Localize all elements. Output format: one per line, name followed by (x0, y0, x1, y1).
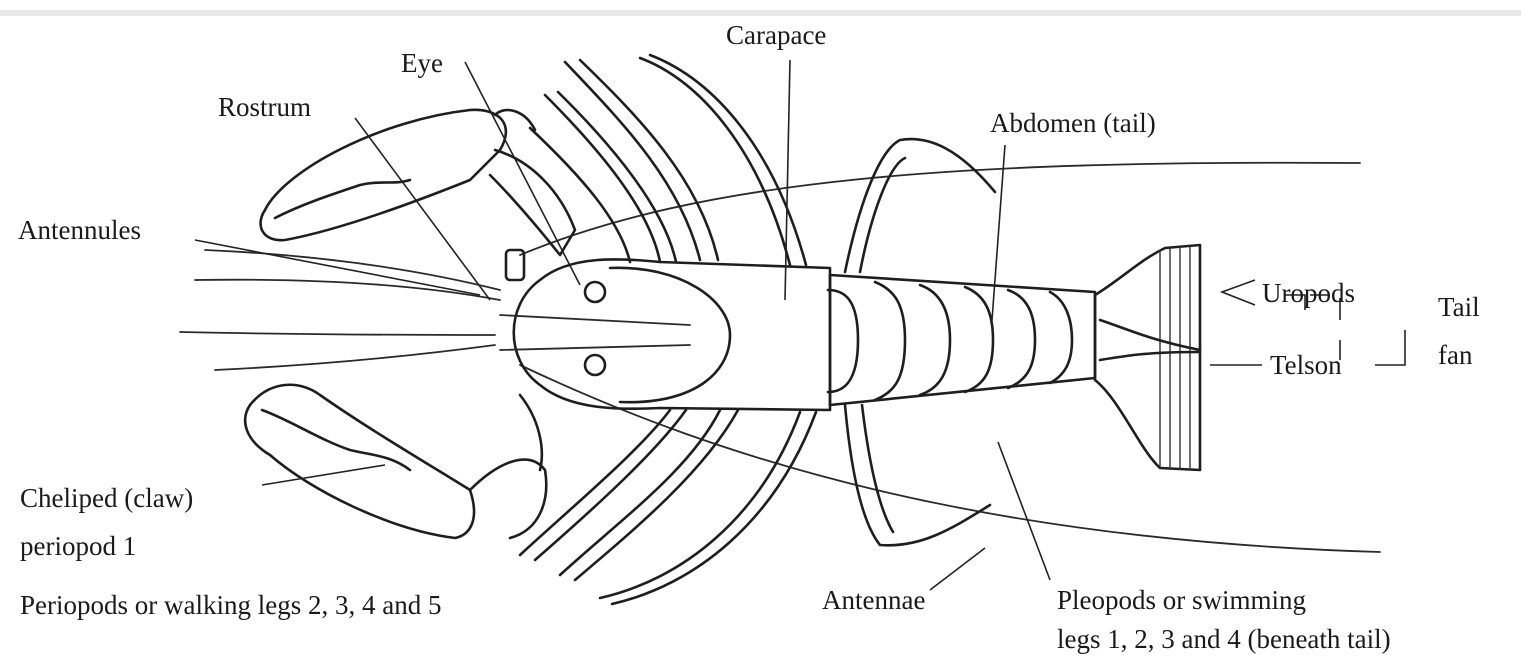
abdomen-shape (828, 275, 1095, 405)
label-rostrum: Rostrum (218, 92, 311, 122)
label-walking-legs: Periopods or walking legs 2, 3, 4 and 5 (20, 590, 441, 620)
label-antennules: Antennules (18, 215, 141, 245)
pleopods-shape (845, 139, 995, 545)
eye-left (585, 282, 605, 302)
leader-lines (195, 60, 1405, 590)
label-abdomen: Abdomen (tail) (990, 108, 1156, 138)
label-tail-fan-line1: Tail (1438, 292, 1480, 322)
label-eye: Eye (401, 48, 443, 78)
tail-fan-shape (1095, 245, 1200, 470)
label-carapace: Carapace (726, 20, 826, 50)
label-cheliped-line1: Cheliped (claw) (20, 483, 193, 513)
label-telson: Telson (1270, 350, 1342, 380)
eye-right (585, 355, 605, 375)
label-tail-fan-line2: fan (1438, 340, 1472, 370)
label-pleopods-line2: legs 1, 2, 3 and 4 (beneath tail) (1057, 624, 1391, 654)
label-cheliped-line2: periopod 1 (20, 531, 136, 561)
carapace-shape (500, 250, 830, 410)
walking-legs-lower (520, 410, 816, 604)
cheliped-lower (245, 385, 546, 538)
label-antennae: Antennae (822, 585, 925, 615)
label-pleopods-line1: Pleopods or swimming (1057, 585, 1306, 615)
label-uropods: Uropods (1262, 278, 1355, 308)
